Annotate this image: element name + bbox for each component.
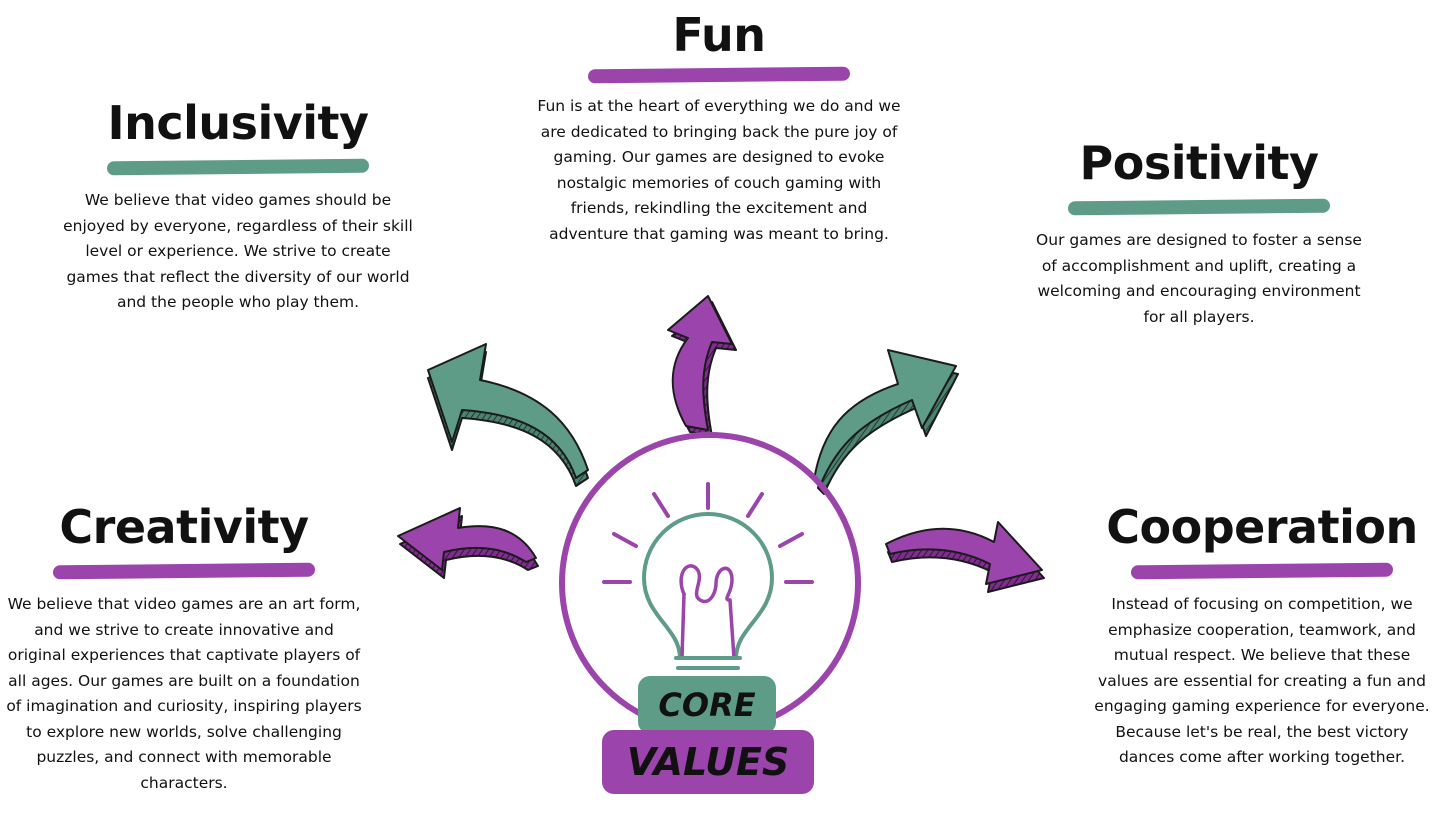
value-desc-creativity: We believe that video games are an art f… [6,595,362,792]
value-title-positivity: Positivity [1079,136,1319,190]
value-fun: Fun Fun is at the heart of everything we… [536,12,902,247]
underline-fun [588,66,850,84]
value-desc-fun: Fun is at the heart of everything we do … [537,97,901,243]
arrow-to-fun [667,295,737,437]
value-creativity: Creativity We believe that video games a… [6,504,362,796]
value-desc-positivity: Our games are designed to foster a sense… [1036,231,1362,326]
values-label: VALUES [602,730,814,794]
value-title-cooperation: Cooperation [1106,500,1418,554]
arrow-to-inclusivity [427,343,589,487]
values-label-text: VALUES [626,740,790,784]
underline-cooperation [1131,562,1393,580]
value-positivity: Positivity Our games are designed to fos… [1030,140,1368,330]
core-label: CORE [638,676,776,734]
value-title-inclusivity: Inclusivity [107,96,369,150]
arrow-to-positivity [813,349,959,495]
value-title-fun: Fun [672,8,766,62]
underline-positivity [1068,198,1330,216]
arrow-to-creativity [397,507,539,579]
value-title-creativity: Creativity [59,500,309,554]
underline-inclusivity [107,158,369,176]
core-label-text: CORE [658,686,756,724]
lightbulb-icon [602,482,814,680]
value-cooperation: Cooperation Instead of focusing on compe… [1088,504,1436,771]
value-desc-cooperation: Instead of focusing on competition, we e… [1094,595,1430,766]
underline-creativity [53,562,315,580]
value-inclusivity: Inclusivity We believe that video games … [62,100,414,316]
value-desc-inclusivity: We believe that video games should be en… [63,191,413,311]
arrow-to-cooperation [885,521,1045,593]
